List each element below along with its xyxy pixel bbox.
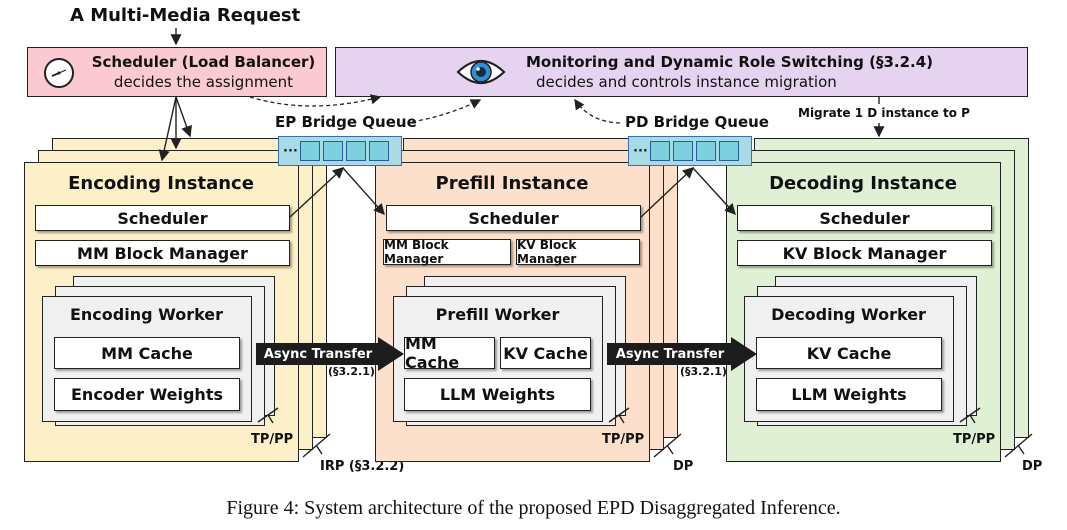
pd-async-transfer-ref: (§3.2.1) [680, 365, 727, 378]
encoding-worker-title: Encoding Worker [69, 305, 224, 324]
prefill-kv-block-manager: KV Block Manager [516, 238, 640, 266]
monitoring-title: Monitoring and Dynamic Role Switching (§… [526, 53, 934, 71]
ep-async-transfer-label: Async Transfer [256, 343, 380, 365]
request-label: A Multi-Media Request [70, 5, 301, 26]
ep-bridge-queue: ··· [278, 136, 402, 166]
arrowhead-icon [731, 337, 757, 371]
encoding-worker: Encoding Worker MM Cache Encoder Weights [42, 296, 252, 422]
decoding-tp-pp-label: TP/PP [953, 432, 996, 447]
queue-ellipsis: ··· [283, 143, 298, 159]
prefill-scheduler: Scheduler [386, 205, 641, 231]
encoding-scheduler: Scheduler [35, 205, 290, 231]
queue-slot [719, 141, 739, 161]
decoding-worker-title: Decoding Worker [771, 305, 926, 324]
prefill-instance: Prefill Instance Scheduler MM Block Mana… [375, 162, 650, 462]
load-balancer-title: Scheduler (Load Balancer) [91, 53, 316, 71]
prefill-instance-title: Prefill Instance [435, 173, 589, 194]
monitor-dashed-link [574, 98, 621, 124]
prefill-mm-block-manager: MM Block Manager [383, 238, 511, 266]
decoding-kv-cache: KV Cache [756, 337, 942, 369]
monitor-dashed-link [249, 94, 382, 107]
pd-bridge-queue: ··· [628, 136, 752, 166]
prefill-mm-cache: MM Cache [404, 334, 495, 372]
prefill-worker-title: Prefill Worker [435, 305, 560, 324]
encoding-irp-label: IRP (§3.2.2) [320, 459, 405, 474]
load-balancer-box: Scheduler (Load Balancer) decides the as… [27, 47, 327, 97]
encoding-tp-pp-label: TP/PP [251, 432, 294, 447]
encoding-weights: Encoder Weights [54, 378, 240, 411]
assign-arrow [175, 96, 192, 138]
queue-slot [673, 141, 693, 161]
monitoring-box: Monitoring and Dynamic Role Switching (§… [335, 47, 1028, 97]
prefill-tp-pp-label: TP/PP [602, 432, 645, 447]
queue-slot [300, 141, 320, 161]
encoding-block-manager: MM Block Manager [35, 240, 290, 266]
prefill-worker: Prefill Worker MM Cache KV Cache LLM Wei… [393, 296, 603, 422]
prefill-kv-cache: KV Cache [500, 337, 591, 369]
encoding-instance: Encoding Instance Scheduler MM Block Man… [24, 162, 299, 462]
monitoring-subtitle: decides and controls instance migration [536, 73, 837, 91]
queue-slot [369, 141, 389, 161]
queue-slot [650, 141, 670, 161]
monitor-dashed-link [411, 99, 482, 123]
arrowhead-icon [378, 337, 404, 371]
eye-icon [456, 59, 506, 85]
ep-async-transfer-ref: (§3.2.1) [328, 365, 375, 378]
ep-queue-label: EP Bridge Queue [275, 113, 417, 131]
encoding-instance-title: Encoding Instance [68, 173, 254, 194]
queue-slot [696, 141, 716, 161]
decoding-instance: Decoding Instance Scheduler KV Block Man… [726, 162, 1001, 462]
encoding-mm-cache: MM Cache [54, 337, 240, 369]
decoding-instance-title: Decoding Instance [769, 173, 957, 194]
queue-slot [346, 141, 366, 161]
decoding-block-manager: KV Block Manager [737, 240, 992, 266]
decoding-worker: Decoding Worker KV Cache LLM Weights [744, 296, 954, 422]
pd-async-transfer-label: Async Transfer [607, 343, 733, 365]
decoding-weights: LLM Weights [756, 378, 942, 411]
pd-async-transfer-arrow: Async Transfer (§3.2.1) [607, 337, 757, 378]
pd-queue-label: PD Bridge Queue [625, 113, 769, 131]
load-balancer-subtitle: decides the assignment [113, 73, 294, 91]
ep-async-transfer-arrow: Async Transfer (§3.2.1) [256, 337, 404, 378]
decoding-scheduler: Scheduler [737, 205, 992, 231]
figure-caption: Figure 4: System architecture of the pro… [226, 497, 841, 519]
clock-icon [44, 58, 74, 88]
decoding-dp-label: DP [1022, 459, 1043, 474]
prefill-dp-label: DP [673, 459, 694, 474]
migrate-label: Migrate 1 D instance to P [798, 106, 970, 120]
queue-slot [323, 141, 343, 161]
queue-ellipsis: ··· [633, 143, 648, 159]
prefill-weights: LLM Weights [404, 378, 591, 411]
